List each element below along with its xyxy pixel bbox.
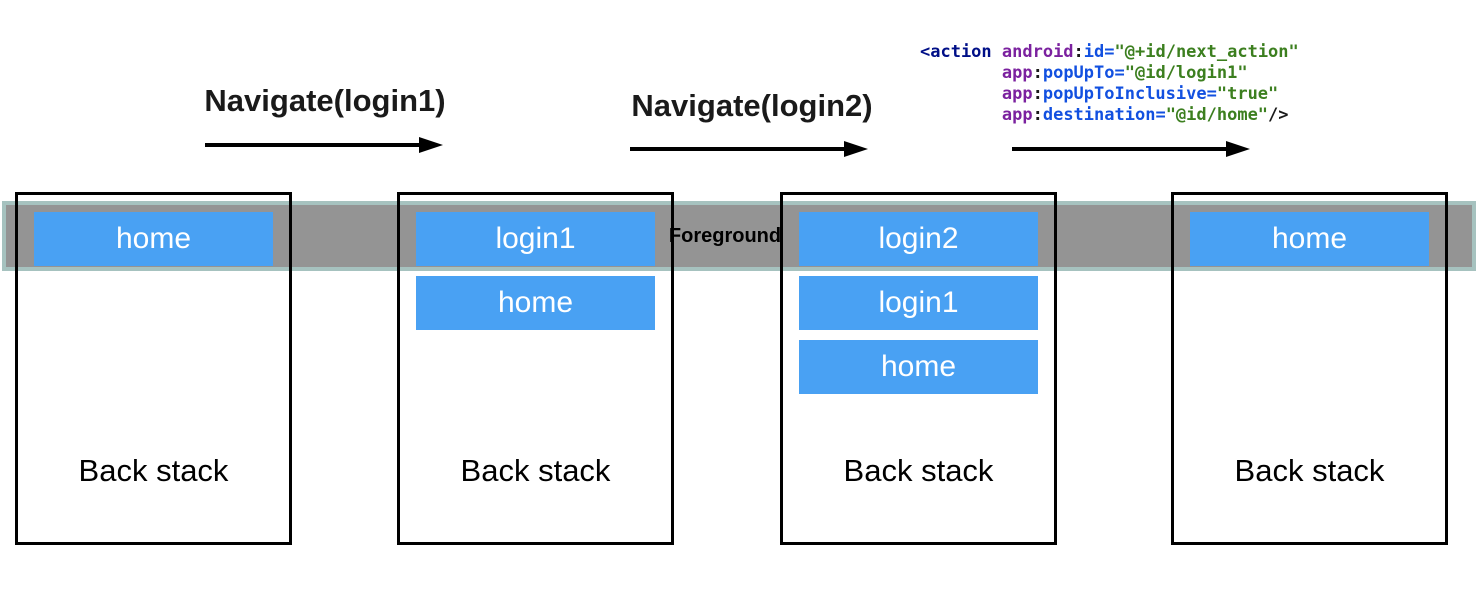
code-line: app:popUpToInclusive="true" bbox=[920, 84, 1299, 105]
right-arrow-icon bbox=[1012, 141, 1250, 157]
code-value: "@id/home" bbox=[1165, 105, 1269, 125]
stack-item-login1: login1 bbox=[416, 212, 655, 266]
code-equals: = bbox=[1104, 42, 1115, 62]
back-stack-label: Back stack bbox=[1234, 453, 1385, 488]
code-colon: : bbox=[1032, 63, 1043, 83]
navigate-login1-label: Navigate(login1) bbox=[204, 83, 446, 118]
code-line: app:destination="@id/home"/> bbox=[920, 105, 1299, 126]
code-value: "@+id/next_action" bbox=[1114, 42, 1299, 62]
code-colon: : bbox=[1073, 42, 1084, 62]
stack-item-login1: login1 bbox=[799, 276, 1038, 330]
back-stack-label: Back stack bbox=[843, 453, 994, 488]
stack-item-home: home bbox=[416, 276, 655, 330]
code-attribute: id bbox=[1083, 42, 1105, 62]
code-value: "true" bbox=[1216, 84, 1279, 104]
stack-item-home: home bbox=[799, 340, 1038, 394]
back-stack-box-3: login2 login1 home Back stack bbox=[780, 192, 1057, 545]
foreground-label: Foreground bbox=[668, 225, 782, 247]
code-equals: = bbox=[1114, 63, 1125, 83]
stack-item-home: home bbox=[34, 212, 273, 266]
code-attribute: destination bbox=[1042, 105, 1156, 125]
code-colon: : bbox=[1032, 84, 1043, 104]
code-attribute: popUpToInclusive bbox=[1042, 84, 1207, 104]
right-arrow-icon bbox=[630, 141, 868, 157]
back-stack-box-2: login1 home Back stack bbox=[397, 192, 674, 545]
back-stack-label: Back stack bbox=[460, 453, 611, 488]
stack-item-home: home bbox=[1190, 212, 1429, 266]
code-line: <action android:id="@+id/next_action" bbox=[920, 42, 1299, 63]
code-line: app:popUpTo="@id/login1" bbox=[920, 63, 1299, 84]
code-value: "@id/login1" bbox=[1124, 63, 1248, 83]
code-namespace: app bbox=[1001, 105, 1033, 125]
code-equals: = bbox=[1206, 84, 1217, 104]
code-attribute: popUpTo bbox=[1042, 63, 1115, 83]
right-arrow-icon bbox=[205, 137, 443, 153]
code-tag-open: <action bbox=[920, 42, 992, 62]
code-namespace: app bbox=[1001, 63, 1033, 83]
back-stack-box-4: home Back stack bbox=[1171, 192, 1448, 545]
navigate-login2-label: Navigate(login2) bbox=[631, 88, 873, 123]
back-stack-label: Back stack bbox=[78, 453, 229, 488]
code-tag-close: /> bbox=[1268, 105, 1289, 125]
back-stack-box-1: home Back stack bbox=[15, 192, 292, 545]
code-equals: = bbox=[1155, 105, 1166, 125]
code-namespace: app bbox=[1001, 84, 1033, 104]
stack-item-login2: login2 bbox=[799, 212, 1038, 266]
code-colon: : bbox=[1032, 105, 1043, 125]
code-namespace: android bbox=[1001, 42, 1074, 62]
